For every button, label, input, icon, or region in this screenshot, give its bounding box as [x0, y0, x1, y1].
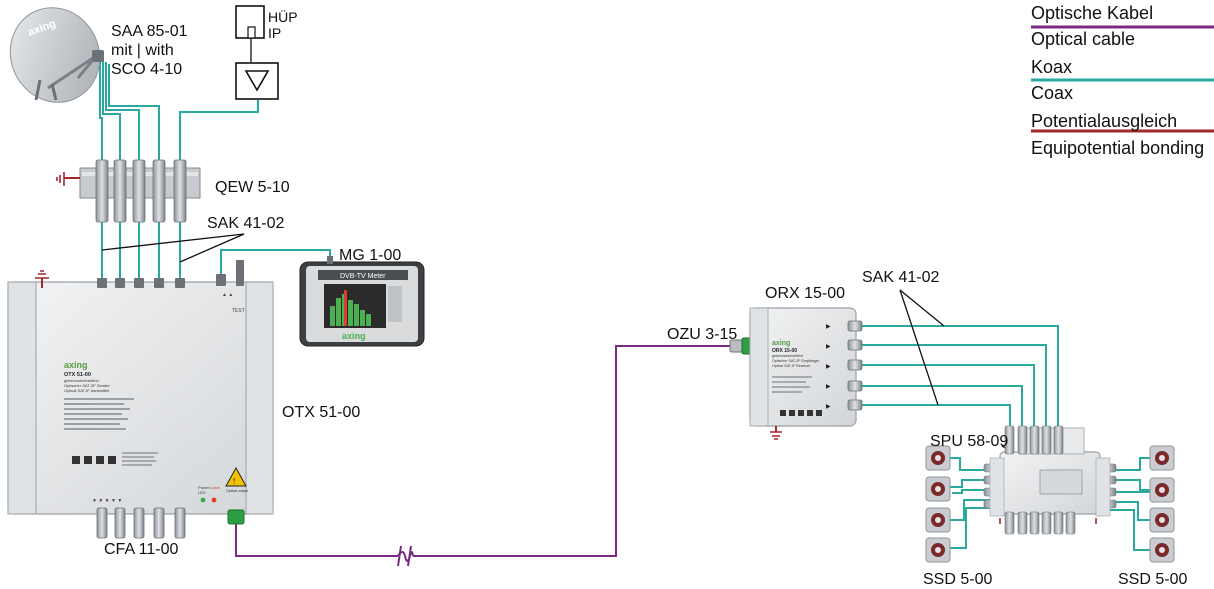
- sak-top-pointer-lines: [101, 233, 245, 263]
- otx-sub-3: Optical SAT-IF transmitter: [64, 388, 110, 393]
- cfa-label: CFA 11-00: [104, 541, 179, 558]
- ozu-label: OZU 3-15: [667, 326, 738, 343]
- legend-swatches: [1031, 25, 1214, 133]
- mg-meter-device: DVB-TV Meter axing: [299, 256, 425, 347]
- otx-optical-port: [227, 509, 245, 525]
- ssd-socket: [925, 507, 951, 533]
- legend-bonding-en: Equipotential bonding: [1031, 138, 1205, 158]
- otx-sub-1: gekennzeichnet/frei: [64, 378, 99, 383]
- otx-led-power: Power: [198, 485, 210, 490]
- ssd-socket: [1149, 507, 1175, 533]
- mg-label: MG 1-00: [339, 247, 402, 264]
- svg-text:▶: ▶: [826, 384, 831, 390]
- otx-led-label: LED: [198, 490, 206, 495]
- sak-top-label: SAK 41-02: [207, 215, 285, 232]
- orx-receiver: axing ORX 15-00 gekennzeichnet/frei Opti…: [749, 307, 863, 440]
- qew-ground-block: [56, 159, 201, 223]
- dish-with-label: mit | with: [111, 42, 174, 59]
- ssd-sockets-right: [1149, 445, 1175, 563]
- dish-model-label: SAA 85-01: [111, 23, 188, 40]
- satellite-dish: axing: [9, 7, 104, 103]
- svg-text:▶: ▶: [826, 344, 831, 350]
- legend-bonding-de: Potentialausgleich: [1031, 111, 1178, 131]
- legend-coax-de: Koax: [1031, 57, 1073, 77]
- orx-label: ORX 15-00: [765, 285, 846, 302]
- svg-text:▼ ▼ ▼ ▼ ▼: ▼ ▼ ▼ ▼ ▼: [92, 498, 122, 504]
- otx-sub-2: Optischer SAT-ZF Sender: [64, 383, 110, 388]
- otx-certification-marks: [72, 456, 116, 464]
- coax-cables: [99, 58, 1150, 551]
- orx-sub-3: Optical SAT-IF Receiver: [772, 364, 811, 368]
- orx-sub-1: gekennzeichnet/frei: [772, 354, 803, 358]
- orx-sub-2: Optischer SAT-ZF Empfänger: [772, 359, 820, 363]
- legend-coax-en: Coax: [1031, 83, 1074, 103]
- mg-logo: axing: [342, 331, 366, 341]
- otx-logo: axing: [64, 360, 88, 370]
- legend-optical-de: Optische Kabel: [1031, 3, 1154, 23]
- legend-optical-en: Optical cable: [1031, 29, 1136, 49]
- ssd-socket: [925, 445, 951, 471]
- svg-text:!: !: [233, 477, 235, 486]
- ssd-left-label: SSD 5-00: [923, 571, 993, 588]
- svg-text:▲ ▲: ▲ ▲: [222, 292, 233, 298]
- sak-right-pointer-lines: [899, 289, 945, 406]
- amplifier-box: [235, 62, 279, 100]
- spu-label: SPU 58-09: [930, 433, 1009, 450]
- otx-laser-led: [211, 497, 217, 503]
- hup-label-line1: HÜP: [268, 9, 298, 25]
- qew-label: QEW 5-10: [215, 179, 290, 196]
- ssd-right-label: SSD 5-00: [1118, 571, 1188, 588]
- sak-right-label: SAK 41-02: [862, 269, 940, 286]
- spu-multiswitch: [983, 425, 1117, 535]
- otx-power-led: [200, 497, 206, 503]
- svg-text:▶: ▶: [826, 324, 831, 330]
- orx-logo: axing: [772, 340, 790, 347]
- dish-lnb-label: SCO 4-10: [111, 61, 183, 78]
- mg-title-text: DVB-TV Meter: [340, 273, 386, 280]
- otx-laser-label: Laser: [210, 485, 221, 490]
- ssd-sockets-left: [925, 445, 951, 563]
- svg-text:▶: ▶: [826, 364, 831, 370]
- orx-model-text: ORX 15-00: [772, 348, 797, 354]
- otx-label: OTX 51-00: [282, 404, 361, 421]
- ssd-socket: [1149, 537, 1175, 563]
- ssd-socket: [1149, 445, 1175, 471]
- otx-optical-out-label: Optical output: [226, 489, 248, 493]
- otx-model-text: OTX 51-00: [64, 372, 91, 378]
- optical-cable: [235, 345, 748, 567]
- hup-label-line2: IP: [268, 25, 282, 41]
- ssd-socket: [925, 537, 951, 563]
- otx-transmitter: ▲ ▲ TEST axing OTX 51-00 gekennzeichnet/…: [7, 260, 274, 539]
- hup-box: [235, 5, 265, 62]
- otx-test-label: TEST: [232, 308, 245, 314]
- svg-text:▶: ▶: [826, 404, 831, 410]
- ssd-socket: [925, 476, 951, 502]
- ssd-socket: [1149, 477, 1175, 503]
